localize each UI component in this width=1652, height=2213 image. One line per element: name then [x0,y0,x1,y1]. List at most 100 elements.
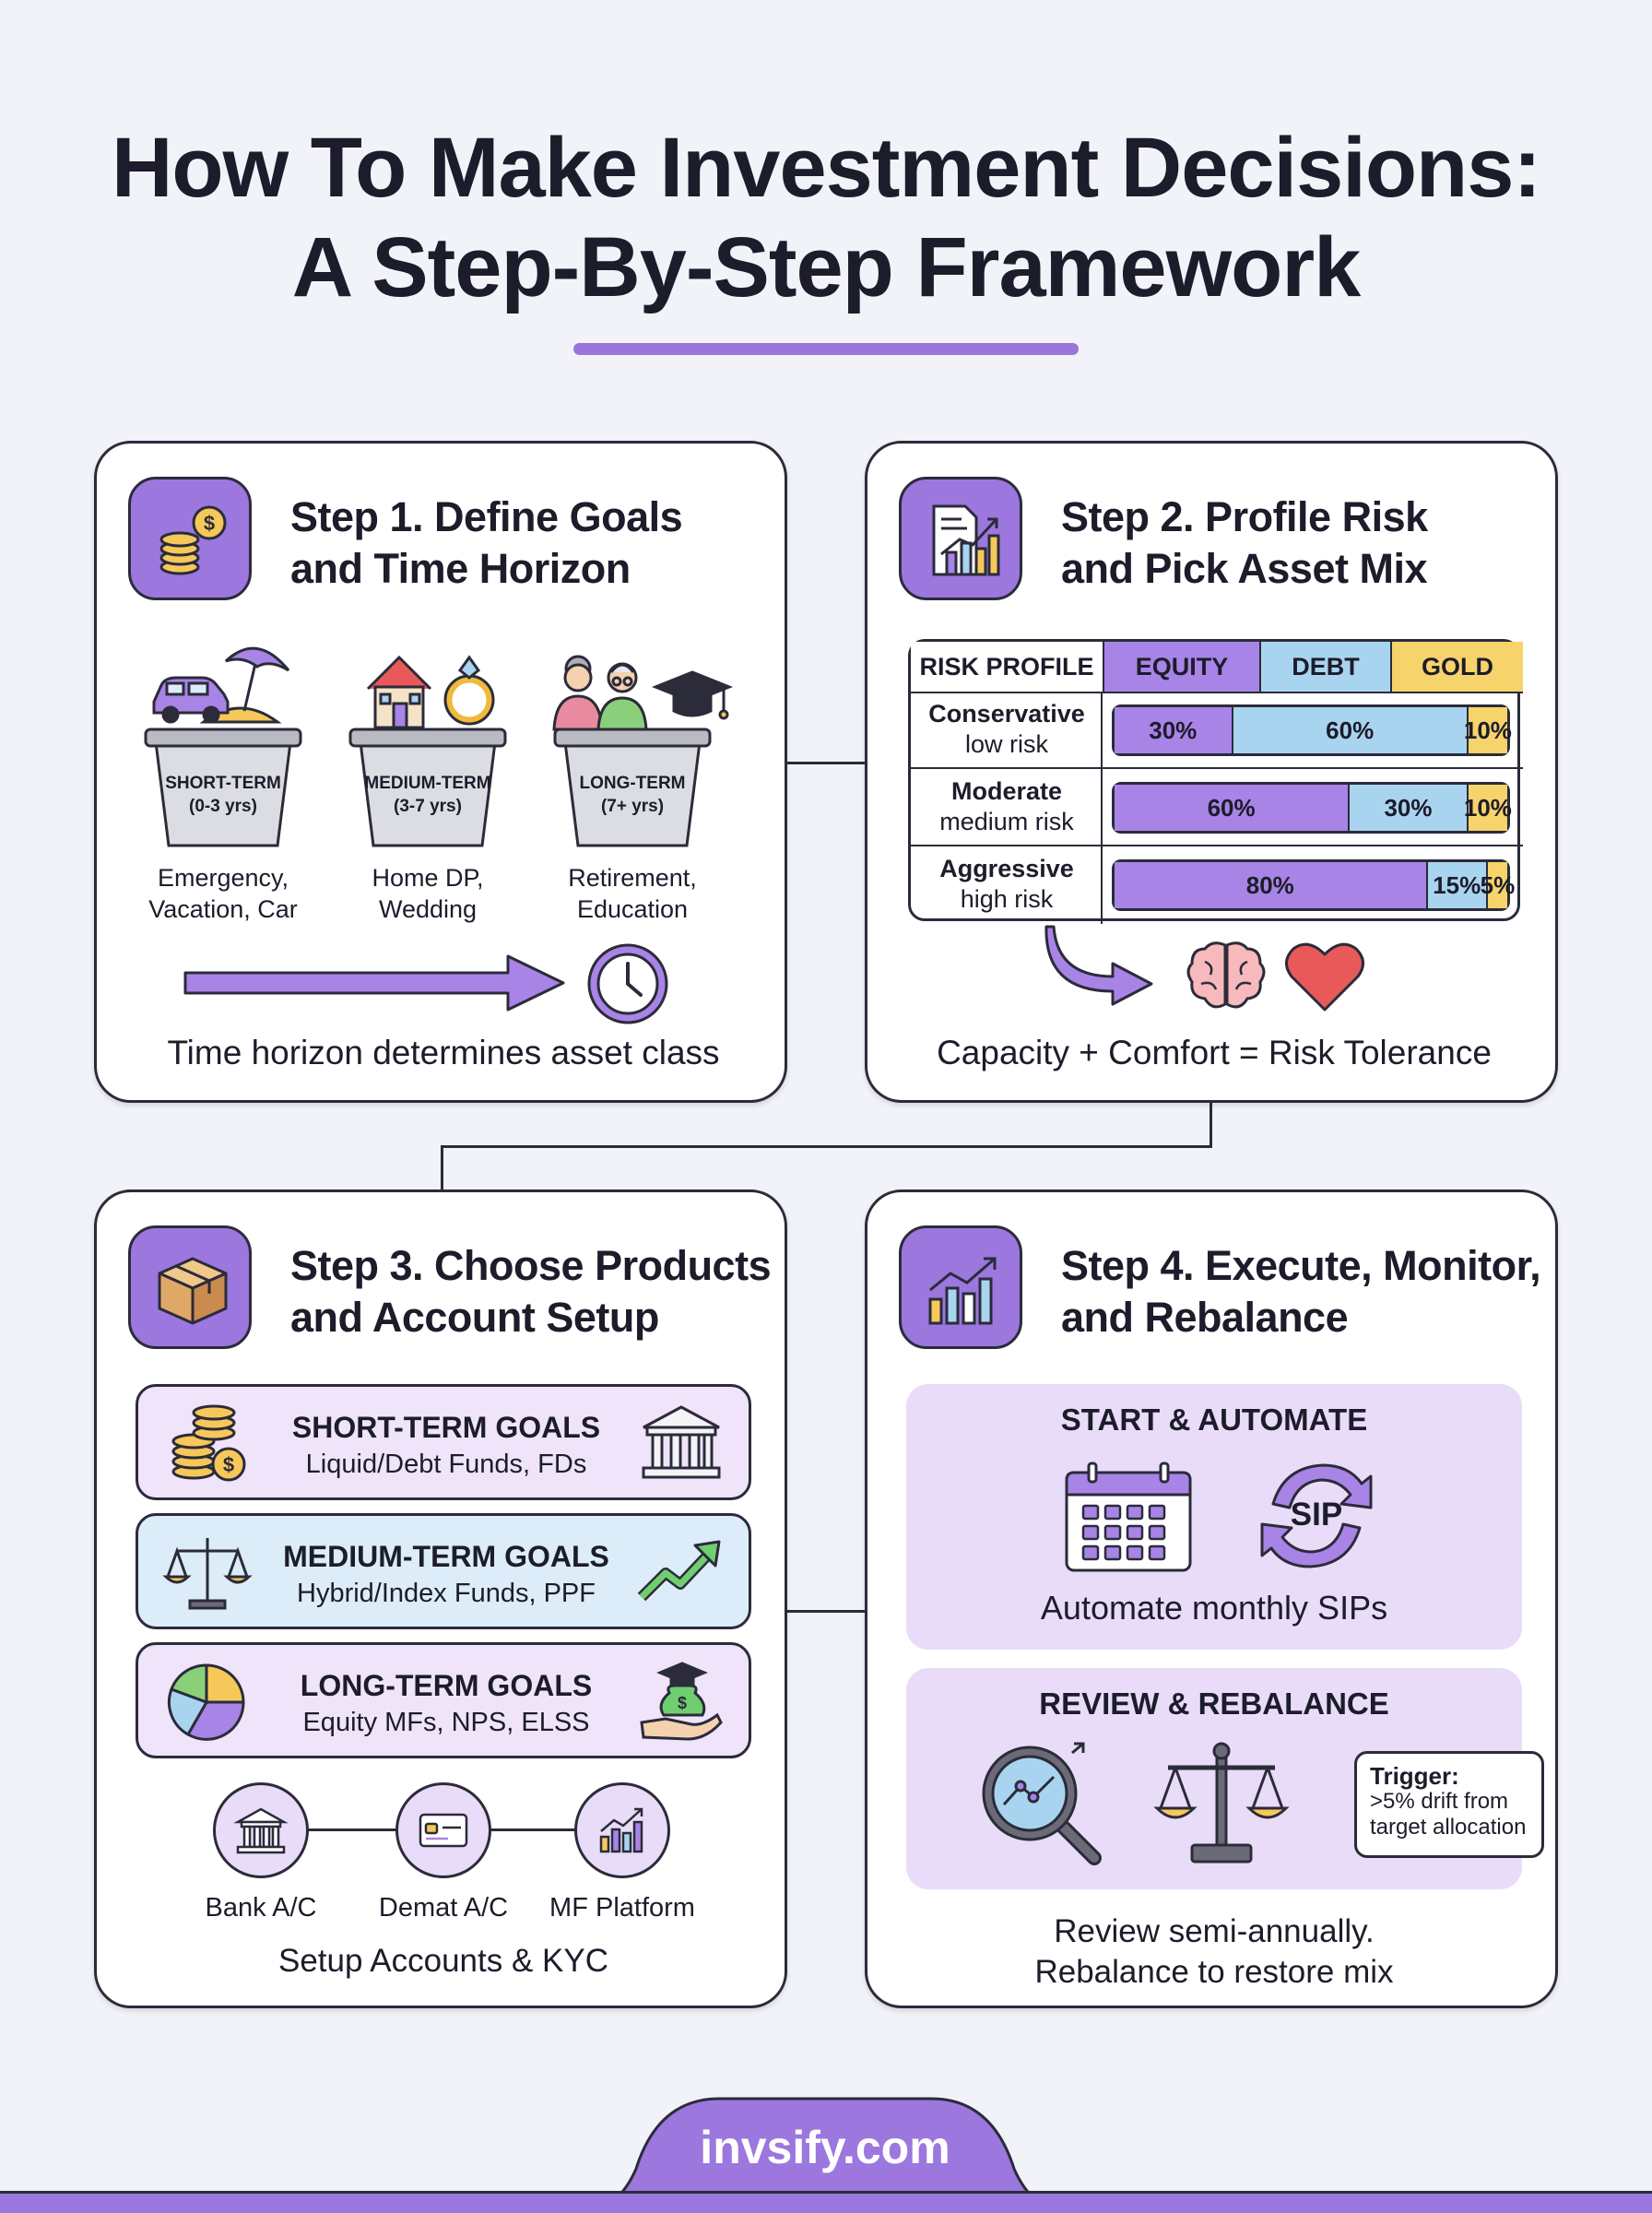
bucket-medium-term-label: MEDIUM-TERM (3-7 yrs) [359,772,497,818]
sip-label: SIP [1290,1497,1343,1533]
sip-cycle-icon [1260,1463,1373,1568]
bucket-short-term-uses: Emergency, Vacation, Car [126,862,320,925]
page-title: How To Make Investment Decisions: A Step… [0,118,1652,317]
goal-long-term-title: LONG-TERM GOALS [300,1669,593,1702]
trigger-line-1: >5% drift from [1370,1789,1509,1814]
risk-row-aggressive-level: high risk [960,885,1054,913]
connector-3-4 [787,1610,865,1613]
table-divider [911,692,1523,693]
header-debt: DEBT [1259,642,1390,692]
step-1-icon-box: $ [128,477,252,600]
rebalance-trigger-note: Trigger: >5% drift from target allocatio… [1354,1751,1544,1858]
header-gold: GOLD [1390,642,1523,692]
goal-medium-term-title: MEDIUM-TERM GOALS [283,1540,609,1573]
step-2-icon-box [899,477,1022,600]
bucket-medium-term-use-2: Wedding [378,895,478,923]
debt-segment: 60% [1231,707,1467,753]
title-line-1: How To Make Investment Decisions: [111,121,1541,215]
step-4-icon-box [899,1225,1022,1349]
debt-segment: 15% [1425,862,1486,908]
balance-scale-icon [1153,1742,1290,1864]
risk-row-moderate-name: Moderate [950,777,1063,805]
bucket-long-term-use-2: Education [576,895,689,923]
pie-chart-icon [167,1663,245,1741]
bucket-long-term-name: LONG-TERM [579,774,686,793]
risk-row-aggressive-name: Aggressive [939,855,1074,882]
header-risk-profile: RISK PROFILE [911,642,1103,692]
risk-profile-table: RISK PROFILE EQUITY DEBT GOLD Conservati… [908,639,1523,924]
card-icon [419,1813,468,1848]
bank-account-label: Bank A/C [205,1893,317,1923]
bucket-long-term-use-1: Retirement, [568,864,697,892]
magnifier-chart-icon [982,1742,1102,1865]
bucket-short-term-label: SHORT-TERM (0-3 yrs) [154,772,292,818]
step-1-caption: Time horizon determines asset class [167,1034,720,1071]
goal-long-term: LONG-TERM GOALS Equity MFs, NPS, ELSS $ [136,1642,751,1758]
allocation-bar-aggressive: 80% 15% 5% [1112,859,1515,911]
elders-graduation-icon [552,655,734,731]
connector-2-3-down [1210,1103,1212,1145]
connector-2-3-horizontal [441,1145,1212,1148]
step-1-title: Step 1. Define Goals and Time Horizon [290,491,779,595]
step-2-title-line-1: Step 2. Profile Risk [1061,493,1428,540]
title-line-2: A Step-By-Step Framework [291,220,1362,314]
bucket-short-term-use-2: Vacation, Car [148,895,298,923]
bucket-long-term-uses: Retirement, Education [536,862,729,925]
box-icon [158,1257,228,1325]
step-3-title: Step 3. Choose Products and Account Setu… [290,1240,779,1343]
goal-medium-term: MEDIUM-TERM GOALS Hybrid/Index Funds, PP… [136,1513,751,1629]
step-3-caption: Setup Accounts & KYC [278,1943,608,1979]
bucket-long-term [553,728,712,847]
step-3-card: Step 3. Choose Products and Account Setu… [94,1189,787,2008]
step-3-title-line-1: Step 3. Choose Products [290,1242,772,1289]
risk-row-conservative-level: low risk [964,730,1048,758]
svg-text:$: $ [678,1694,687,1712]
heart-icon [1285,942,1364,1012]
step-4-title: Step 4. Execute, Monitor, and Rebalance [1061,1240,1550,1343]
goal-long-term-products: Equity MFs, NPS, ELSS [302,1708,590,1737]
step-2-title-line-2: and Pick Asset Mix [1061,545,1428,592]
bucket-short-term-use-1: Emergency, [157,864,289,892]
risk-row-moderate-label: Moderate medium risk [911,776,1103,837]
coins-dollar-icon: $ [171,1404,246,1482]
bucket-short-term [144,728,302,847]
bucket-medium-term-name: MEDIUM-TERM [364,774,491,793]
mf-platform-label: MF Platform [549,1893,695,1923]
calendar-icon [1065,1462,1192,1572]
bank-account-icon [213,1782,309,1878]
risk-row-conservative-name: Conservative [928,700,1085,728]
goal-medium-term-products: Hybrid/Index Funds, PPF [297,1579,596,1608]
footer-strip [0,2191,1652,2213]
bucket-short-term-name: SHORT-TERM [165,774,281,793]
bank-icon [642,1405,721,1479]
bucket-long-term-range: (7+ yrs) [600,797,665,816]
goal-short-term-products: Liquid/Debt Funds, FDs [305,1450,587,1479]
gold-segment: 5% [1481,862,1515,908]
svg-text:$: $ [223,1453,234,1476]
header-equity: EQUITY [1103,642,1259,692]
table-divider [911,845,1523,846]
review-rebalance-title: REVIEW & REBALANCE [1039,1686,1389,1721]
step-4-card: Step 4. Execute, Monitor, and Rebalance … [865,1189,1558,2008]
bucket-short-term-range: (0-3 yrs) [189,797,257,816]
review-rebalance-panel: REVIEW & REBALANCE [906,1668,1544,1889]
step-2-caption: Capacity + Comfort = Risk Tolerance [937,1034,1492,1071]
allocation-bar-moderate: 60% 30% 10% [1112,782,1512,834]
step-4-caption-line-1: Review semi-annually. [1054,1913,1375,1949]
step-3-icon-box [128,1225,252,1349]
bank-icon [233,1807,289,1854]
equity-segment: 80% [1115,862,1426,908]
footer-tab [580,2097,1070,2213]
start-automate-caption: Automate monthly SIPs [1040,1589,1388,1627]
step-4-title-line-1: Step 4. Execute, Monitor, [1061,1242,1541,1289]
growth-chart-icon [599,1807,643,1853]
report-chart-icon [932,504,1000,576]
footer-site-link[interactable]: invsify.com [700,2122,950,2173]
equity-segment: 30% [1115,707,1232,753]
goal-short-term: $ SHORT-TERM GOALS Liquid/Debt Funds, FD… [136,1384,751,1500]
bucket-medium-term [348,728,507,847]
step-1-title-line-2: and Time Horizon [290,545,631,592]
brain-icon [1186,941,1266,1009]
gold-segment: 10% [1464,785,1512,831]
goal-short-term-title: SHORT-TERM GOALS [291,1411,601,1444]
